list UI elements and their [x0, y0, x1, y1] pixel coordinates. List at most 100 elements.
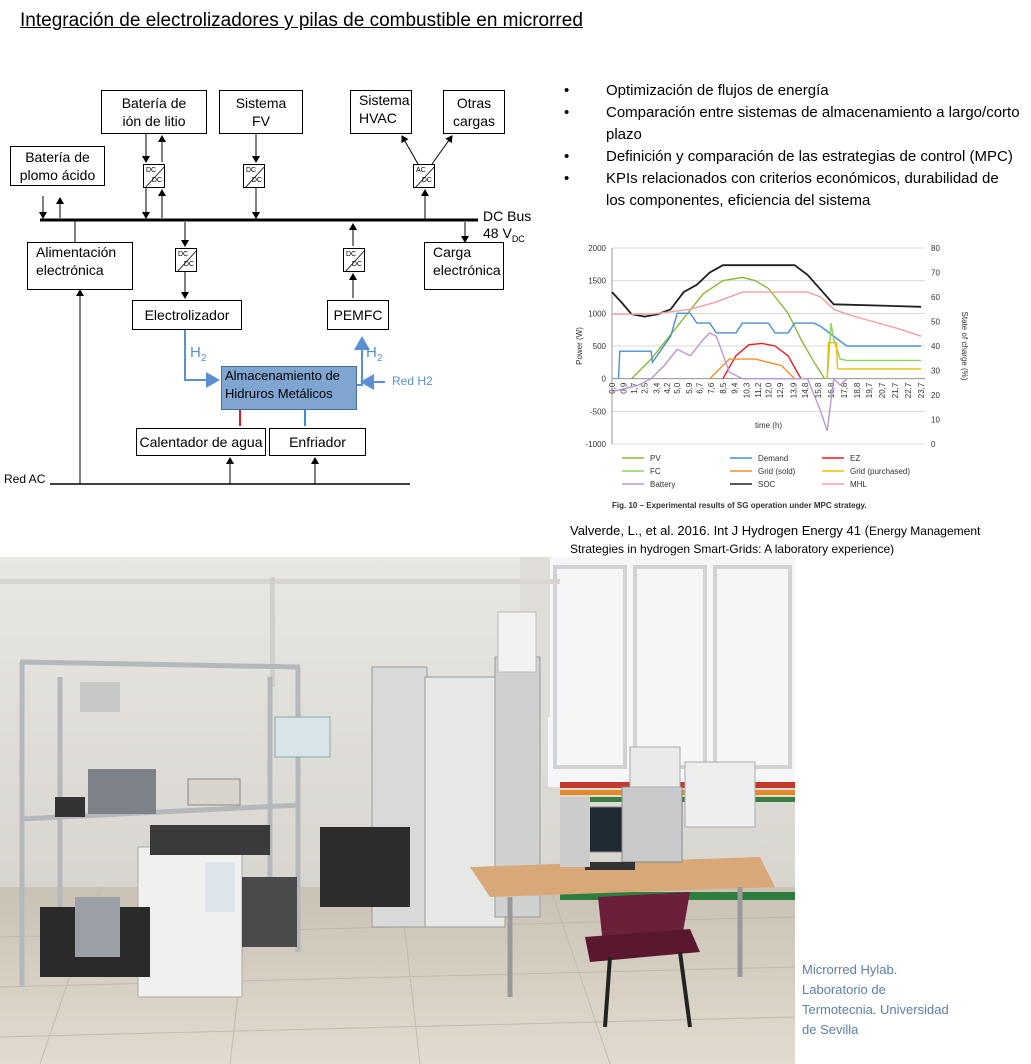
h2-label-right: H2 [366, 344, 382, 364]
electronic-load-box: Carga electrónica [424, 242, 504, 290]
x-tick-label: 15,8 [814, 382, 823, 398]
electronic-load-line2: electrónica [433, 261, 501, 279]
x-tick-label: 14,8 [801, 382, 810, 398]
dcdc-converter-pemfc: DC DC [343, 248, 365, 272]
y-tick-label: 1000 [588, 309, 606, 318]
x-tick-label: 3,4 [652, 382, 661, 394]
credit-line: Termotecnia. Universidad [802, 1000, 1002, 1020]
y2-tick-label: 50 [931, 318, 940, 327]
pv-system-box: Sistema FV [219, 90, 303, 134]
credit-line: Laboratorio de [802, 980, 1002, 1000]
other-loads-line1: Otras [457, 94, 491, 112]
power-supply-box: Alimentación electrónica [27, 242, 133, 290]
electronic-load-line1: Carga [433, 243, 471, 261]
x-tick-label: 4,2 [663, 382, 672, 394]
credit-line: de Sevilla [802, 1020, 1002, 1040]
chart-caption: Fig. 10 – Experimental results of SG ope… [612, 501, 867, 510]
metal-hydride-storage-box: Almacenamiento de Hidruros Metálicos [221, 366, 357, 410]
y2-tick-label: 20 [931, 391, 940, 400]
lab-photo [0, 557, 795, 1064]
converter-out-label: DC [184, 261, 194, 269]
x-tick-label: 19,7 [865, 382, 874, 398]
legend-label: SOC [758, 480, 776, 489]
converter-out-label: DC [422, 177, 432, 185]
bullet-text: KPIs relacionados con criterios económic… [606, 170, 999, 209]
bullet-text: Definición y comparación de las estrateg… [606, 148, 1013, 165]
x-tick-label: 12,9 [776, 382, 785, 398]
x-tick-label: 5,9 [685, 382, 694, 394]
h2-left-text: H [190, 344, 201, 361]
hvac-system-line1: Sistema [359, 91, 410, 109]
x-tick-label: 8,5 [719, 382, 728, 394]
bullet-item: • KPIs relacionados con criterios económi… [560, 168, 1020, 212]
chart-svg: 2000150010005000-500-1000807060504030201… [570, 240, 970, 515]
x-tick-label: 6,7 [695, 382, 704, 394]
converter-in-label: DC [178, 251, 188, 259]
microgrid-diagram: Batería de plomo ácido Batería de ión de… [0, 80, 560, 500]
x-axis-label: time (h) [755, 421, 782, 430]
converter-in-label: DC [346, 251, 356, 259]
x-tick-label: 23,7 [917, 382, 926, 398]
lead-acid-battery-line2: plomo ácido [20, 166, 96, 184]
y2-tick-label: 60 [931, 293, 940, 302]
pv-system-line1: Sistema [236, 94, 287, 112]
objectives-list: •Optimización de flujos de energía •Comp… [560, 80, 1020, 212]
converter-out-label: DC [352, 261, 362, 269]
y-tick-label: 0 [602, 375, 607, 384]
x-tick-label: 1,7 [630, 382, 639, 394]
converter-in-label: AC [416, 167, 426, 175]
y2-tick-label: 30 [931, 367, 940, 376]
x-tick-label: 10,3 [742, 382, 751, 398]
y2-axis-label: State of charge (%) [960, 312, 969, 381]
bullet-symbol: • [564, 102, 569, 124]
bullet-symbol: • [564, 146, 569, 168]
bullet-item: • Comparación entre sistemas de almacenam… [560, 102, 1020, 146]
photo-credit: Microrred Hylab. Laboratorio de Termotec… [802, 960, 1002, 1040]
h2-right-sub: 2 [377, 353, 383, 364]
lithium-battery-line1: Batería de [122, 94, 187, 112]
y-tick-label: 1500 [588, 277, 606, 286]
metal-hydride-line2: Hidruros Metálicos [225, 385, 333, 403]
legend-label: EZ [850, 454, 860, 463]
bullet-text: Comparación entre sistemas de almacenami… [606, 104, 1020, 143]
y2-tick-label: 70 [931, 269, 940, 278]
h2-label-left: H2 [190, 344, 206, 364]
slide-title: Integración de electrolizadores y pilas … [20, 10, 583, 32]
citation-main: Valverde, L., et al. 2016. Int J Hydroge… [570, 523, 869, 538]
x-tick-label: 5,0 [673, 382, 682, 394]
y-tick-label: -1000 [586, 440, 607, 449]
bullet-symbol: • [564, 80, 569, 102]
power-supply-line1: Alimentación [36, 243, 116, 261]
credit-line: Microrred Hylab. [802, 960, 1002, 980]
converter-in-label: DC [146, 167, 156, 175]
bullet-symbol: • [564, 168, 569, 190]
legend-label: MHL [850, 480, 867, 489]
pemfc-box: PEMFC [327, 300, 389, 330]
hvac-system-box: Sistema HVAC [350, 90, 412, 134]
x-tick-label: 20,7 [878, 382, 887, 398]
legend-label: Demand [758, 454, 788, 463]
h2-right-text: H [366, 344, 377, 361]
x-tick-label: 7,6 [707, 382, 716, 394]
lithium-battery-box: Batería de ión de litio [101, 90, 207, 134]
power-supply-line2: electrónica [36, 261, 104, 279]
dcdc-converter-electrolyzer: DC DC [175, 248, 197, 272]
dc-bus-voltage-sub: DC [512, 234, 525, 244]
y2-tick-label: 10 [931, 416, 940, 425]
y2-tick-label: 40 [931, 342, 940, 351]
legend-label: Battery [650, 480, 675, 489]
pv-system-line2: FV [252, 112, 270, 130]
converter-in-label: DC [246, 167, 256, 175]
y-tick-label: 500 [593, 342, 607, 351]
lithium-battery-line2: ión de litio [122, 112, 185, 130]
legend-label: Grid (purchased) [850, 467, 910, 476]
y2-tick-label: 0 [931, 440, 936, 449]
legend-label: PV [650, 454, 661, 463]
lab-photo-illustration [0, 557, 795, 1064]
citation: Valverde, L., et al. 2016. Int J Hydroge… [570, 522, 1010, 558]
other-loads-box: Otras cargas [443, 90, 505, 134]
acdc-converter-hvac: AC DC [413, 164, 435, 188]
electrolyzer-box: Electrolizador [132, 300, 242, 330]
